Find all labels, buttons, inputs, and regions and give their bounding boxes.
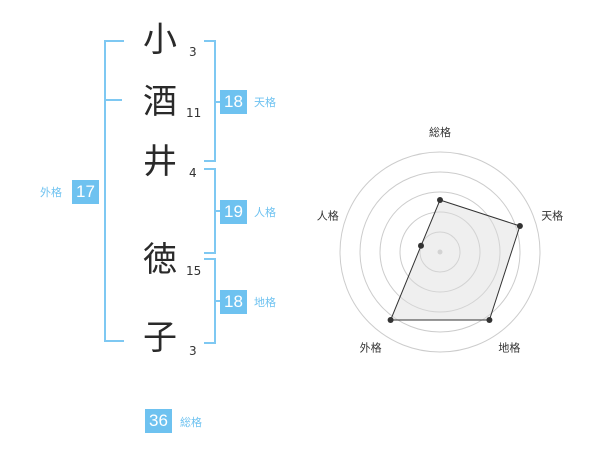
radar-ring-5 <box>339 151 541 353</box>
chikaku-badge: 18 <box>220 290 247 314</box>
radar-center-dot <box>437 249 443 255</box>
name-char-1: 小 <box>143 20 177 60</box>
radar-point-3 <box>486 317 493 323</box>
radar-point-5 <box>418 242 424 249</box>
gaikaku-bracket-tick-top <box>104 99 122 101</box>
name-char-5: 子 <box>143 318 177 358</box>
radar-axis-label-5: 人格 <box>317 209 339 223</box>
stroke-count-1: 3 <box>189 45 197 59</box>
stroke-count-4: 15 <box>186 264 202 278</box>
tenkaku-bracket-stem <box>214 101 222 103</box>
radar-point-2 <box>516 223 523 229</box>
radar-ring-3 <box>379 191 501 313</box>
stroke-count-2: 11 <box>186 106 202 120</box>
jinkaku-badge: 19 <box>220 200 247 224</box>
radar-axis-label-3: 地格 <box>498 341 520 355</box>
name-char-4: 徳 <box>143 240 177 280</box>
stroke-count-5: 3 <box>189 344 197 358</box>
radar-ring-4 <box>359 171 521 333</box>
radar-axis-label-1: 総格 <box>429 125 451 139</box>
stroke-count-3: 4 <box>189 166 197 180</box>
radar-ring-2 <box>399 211 481 293</box>
radar-polygon <box>389 199 521 321</box>
jinkaku-label: 人格 <box>254 206 276 219</box>
tenkaku-label: 天格 <box>254 96 276 109</box>
name-char-3: 井 <box>143 142 177 182</box>
radar-point-4 <box>387 317 394 323</box>
jinkaku-bracket-stem <box>214 210 222 212</box>
soukaku-badge: 36 <box>145 409 172 433</box>
radar-point-1 <box>437 197 443 203</box>
chikaku-bracket-stem <box>214 300 222 302</box>
radar-axis-label-4: 外格 <box>360 341 382 355</box>
chikaku-label: 地格 <box>254 296 276 309</box>
gaikaku-label: 外格 <box>40 186 62 199</box>
soukaku-label: 総格 <box>180 416 202 429</box>
tenkaku-badge: 18 <box>220 90 247 114</box>
radar-axis-label-2: 天格 <box>541 209 563 223</box>
name-char-2: 酒 <box>143 82 177 122</box>
gaikaku-bracket <box>104 40 124 342</box>
gaikaku-badge: 17 <box>72 180 99 204</box>
radar-ring-1 <box>419 231 461 273</box>
